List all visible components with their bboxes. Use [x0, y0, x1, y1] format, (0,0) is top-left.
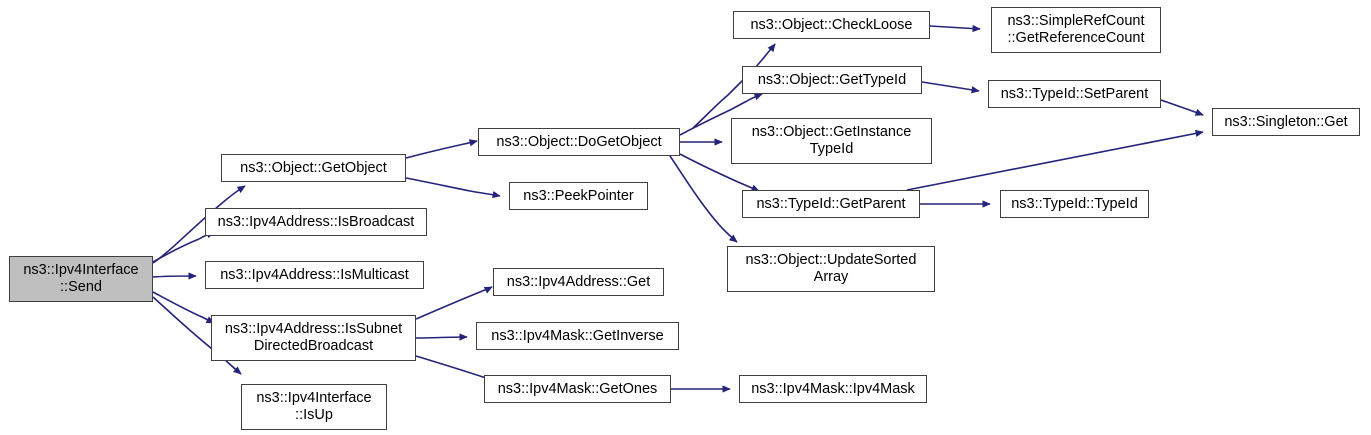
graph-node-getones[interactable]: ns3::Ipv4Mask::GetOnes	[484, 375, 671, 403]
graph-node-label-isup: ns3::Ipv4Interface ::IsUp	[256, 390, 372, 423]
graph-node-peekpointer[interactable]: ns3::PeekPointer	[509, 182, 648, 210]
graph-node-label-isbroadcast: ns3::Ipv4Address::IsBroadcast	[217, 213, 415, 230]
graph-node-label-updatesorted: ns3::Object::UpdateSorted Array	[745, 252, 917, 285]
graph-node-label-getobject: ns3::Object::GetObject	[240, 159, 387, 176]
graph-node-isup[interactable]: ns3::Ipv4Interface ::IsUp	[241, 384, 387, 430]
graph-edge-issubnet-to-getinverse	[415, 333, 468, 341]
graph-node-getinstancetype[interactable]: ns3::Object::GetInstance TypeId	[731, 118, 932, 164]
graph-node-getobject[interactable]: ns3::Object::GetObject	[221, 154, 406, 182]
graph-node-label-simplerefcount: ns3::SimpleRefCount ::GetReferenceCount	[1007, 13, 1145, 46]
graph-node-label-send: ns3::Ipv4Interface ::Send	[23, 262, 139, 295]
graph-node-isbroadcast[interactable]: ns3::Ipv4Address::IsBroadcast	[205, 208, 427, 236]
graph-node-label-getinverse: ns3::Ipv4Mask::GetInverse	[491, 327, 664, 344]
graph-node-label-checkloose: ns3::Object::CheckLoose	[750, 16, 913, 33]
graph-node-label-gettypeparent: ns3::TypeId::GetParent	[756, 195, 906, 212]
graph-edge-gettypeid-to-setparent	[921, 81, 980, 94]
graph-node-send[interactable]: ns3::Ipv4Interface ::Send	[9, 256, 153, 302]
graph-node-label-gettypeid: ns3::Object::GetTypeId	[757, 71, 907, 88]
graph-node-gettypeid[interactable]: ns3::Object::GetTypeId	[742, 66, 922, 94]
graph-node-label-typeidctor: ns3::TypeId::TypeId	[1011, 195, 1138, 212]
graph-edge-gettypeparent-to-singletonget	[906, 129, 1204, 191]
graph-edge-getobject-to-dogetobject	[405, 139, 478, 159]
graph-edge-setparent-to-singletonget	[1160, 99, 1204, 116]
graph-node-typeidctor[interactable]: ns3::TypeId::TypeId	[1000, 190, 1149, 218]
graph-node-ismulticast[interactable]: ns3::Ipv4Address::IsMulticast	[205, 261, 424, 289]
graph-node-singletonget[interactable]: ns3::Singleton::Get	[1212, 108, 1360, 136]
graph-node-dogetobject[interactable]: ns3::Object::DoGetObject	[478, 128, 680, 156]
graph-edge-send-to-issubnet	[152, 291, 215, 324]
graph-edge-dogetobject-to-updatesorted	[669, 155, 738, 243]
graph-node-label-getones: ns3::Ipv4Mask::GetOnes	[497, 380, 658, 397]
graph-edge-send-to-ismulticast	[152, 272, 197, 280]
graph-edge-getobject-to-peekpointer	[405, 177, 501, 199]
graph-node-gettypeparent[interactable]: ns3::TypeId::GetParent	[742, 190, 920, 218]
graph-node-ipv4maskctor[interactable]: ns3::Ipv4Mask::Ipv4Mask	[739, 375, 927, 403]
graph-node-addrget[interactable]: ns3::Ipv4Address::Get	[493, 268, 664, 296]
graph-node-label-getinstancetype: ns3::Object::GetInstance TypeId	[751, 124, 912, 157]
graph-edge-send-to-isbroadcast	[152, 231, 215, 263]
graph-node-label-addrget: ns3::Ipv4Address::Get	[506, 273, 651, 290]
graph-node-getinverse[interactable]: ns3::Ipv4Mask::GetInverse	[476, 322, 679, 350]
graph-node-label-ipv4maskctor: ns3::Ipv4Mask::Ipv4Mask	[751, 380, 915, 397]
graph-edge-checkloose-to-simplerefcount	[929, 24, 981, 33]
graph-node-issubnet[interactable]: ns3::Ipv4Address::IsSubnet DirectedBroad…	[211, 315, 416, 361]
graph-node-simplerefcount[interactable]: ns3::SimpleRefCount ::GetReferenceCount	[991, 7, 1161, 53]
graph-node-label-setparent: ns3::TypeId::SetParent	[1000, 85, 1149, 102]
graph-edge-issubnet-to-addrget	[415, 286, 493, 320]
graph-node-label-singletonget: ns3::Singleton::Get	[1224, 113, 1348, 130]
graph-node-label-issubnet: ns3::Ipv4Address::IsSubnet DirectedBroad…	[224, 321, 403, 354]
graph-node-label-dogetobject: ns3::Object::DoGetObject	[496, 133, 662, 150]
graph-node-setparent[interactable]: ns3::TypeId::SetParent	[988, 80, 1161, 108]
graph-node-checkloose[interactable]: ns3::Object::CheckLoose	[733, 11, 930, 39]
graph-node-updatesorted[interactable]: ns3::Object::UpdateSorted Array	[727, 246, 935, 292]
graph-node-label-peekpointer: ns3::PeekPointer	[523, 187, 634, 204]
graph-node-label-ismulticast: ns3::Ipv4Address::IsMulticast	[220, 266, 409, 283]
